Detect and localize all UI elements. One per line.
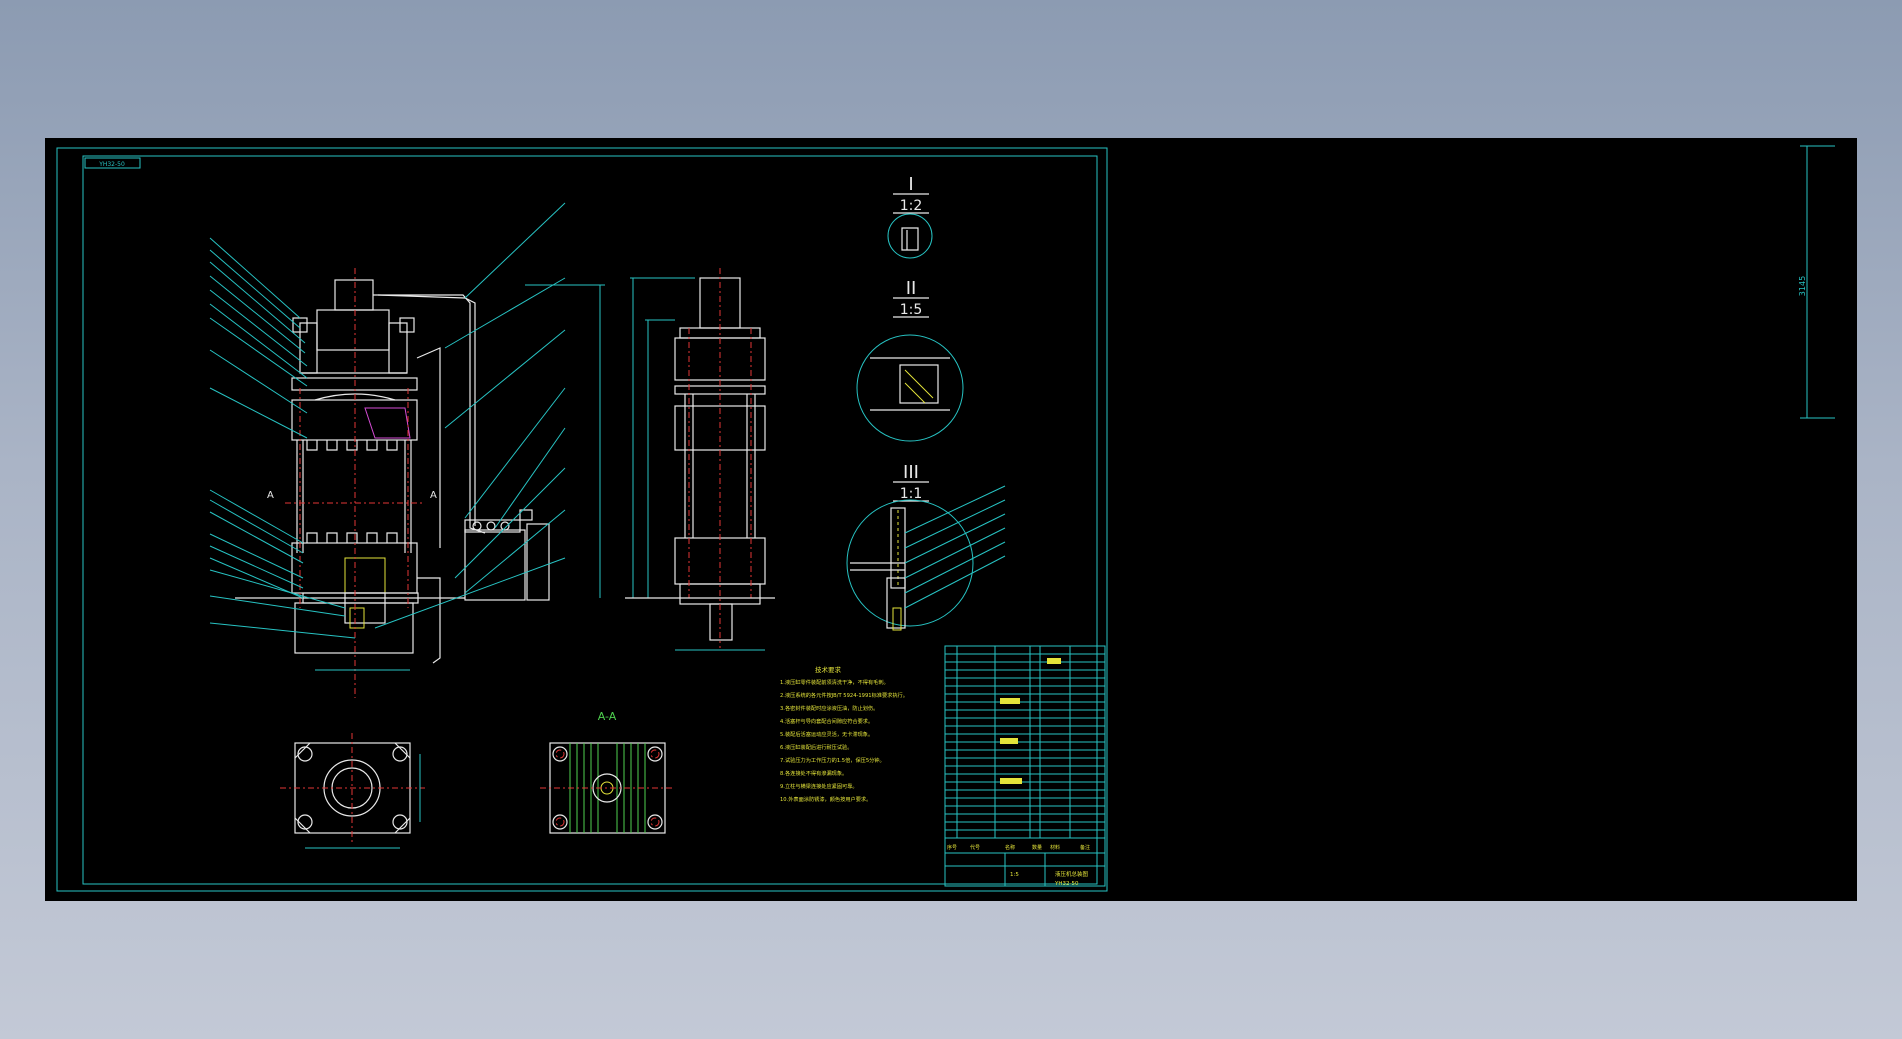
inner-frame xyxy=(82,155,1098,885)
col-note: 备注 xyxy=(1080,844,1090,851)
section-mark-left: A xyxy=(267,490,274,501)
technical-notes: 技术要求 1.液压缸零件装配前须清洗干净，不得有毛刺。 2.液压系统的各元件按J… xyxy=(780,665,908,803)
plan-view-section xyxy=(540,742,675,834)
note-7: 7.试验压力为工作压力的1.5倍，保压5分钟。 xyxy=(780,756,885,764)
detail-1-label: I xyxy=(908,174,913,195)
outer-frame xyxy=(56,147,1108,892)
detail-3-scale: 1:1 xyxy=(900,486,923,502)
title-tag-box xyxy=(84,157,141,169)
note-10: 10.外表面涂防锈漆，颜色按用户要求。 xyxy=(780,795,871,803)
note-2: 2.液压系统的各元件按JB/T 5924-1991标准要求执行。 xyxy=(780,691,908,699)
side-view xyxy=(625,268,775,651)
col-code: 代号 xyxy=(970,844,980,851)
col-no: 序号 xyxy=(947,844,957,851)
detail-2-label: II xyxy=(906,278,917,299)
plan-view-left xyxy=(280,733,425,849)
col-mat: 材料 xyxy=(1050,844,1060,851)
section-view-title: A-A xyxy=(598,710,617,723)
cad-drawing: YH32-50 xyxy=(56,145,1835,892)
parts-list: 序号 代号 名称 数量 材料 备注 1:5 液压机总装图 YH32-50 xyxy=(944,645,1106,887)
detail-views: I 1:2 II 1:5 III 1:1 xyxy=(846,174,1006,631)
title-drawing-no: YH32-50 xyxy=(1054,881,1079,887)
detail-2-scale: 1:5 xyxy=(900,302,923,318)
detail-1-scale: 1:2 xyxy=(900,198,923,214)
note-3: 3.各密封件装配时应涂液压油，防止划伤。 xyxy=(780,704,878,712)
note-6: 6.液压缸装配后进行耐压试验。 xyxy=(780,743,852,751)
side-dimension: 3145 xyxy=(1798,145,1835,419)
title-scale: 1:5 xyxy=(1010,872,1019,878)
section-mark-right: A xyxy=(430,490,437,501)
col-qty: 数量 xyxy=(1032,844,1042,851)
col-name: 名称 xyxy=(1005,844,1015,851)
title-tag: YH32-50 xyxy=(98,161,125,168)
dimension-3145: 3145 xyxy=(1798,276,1807,296)
front-view: A A xyxy=(209,202,605,698)
notes-title: 技术要求 xyxy=(815,665,842,674)
title-name: 液压机总装图 xyxy=(1055,870,1089,878)
detail-3-label: III xyxy=(903,462,919,483)
note-4: 4.活塞杆与导向套配合间隙应符合要求。 xyxy=(780,717,873,725)
note-5: 5.装配后活塞运动应灵活，无卡滞现象。 xyxy=(780,730,873,738)
note-8: 8.各连接处不得有渗漏现象。 xyxy=(780,769,847,777)
note-1: 1.液压缸零件装配前须清洗干净，不得有毛刺。 xyxy=(780,678,889,686)
cad-drawing-viewport[interactable]: YH32-50 xyxy=(45,138,1857,901)
note-9: 9.立柱与横梁连接处应紧固可靠。 xyxy=(780,782,858,790)
